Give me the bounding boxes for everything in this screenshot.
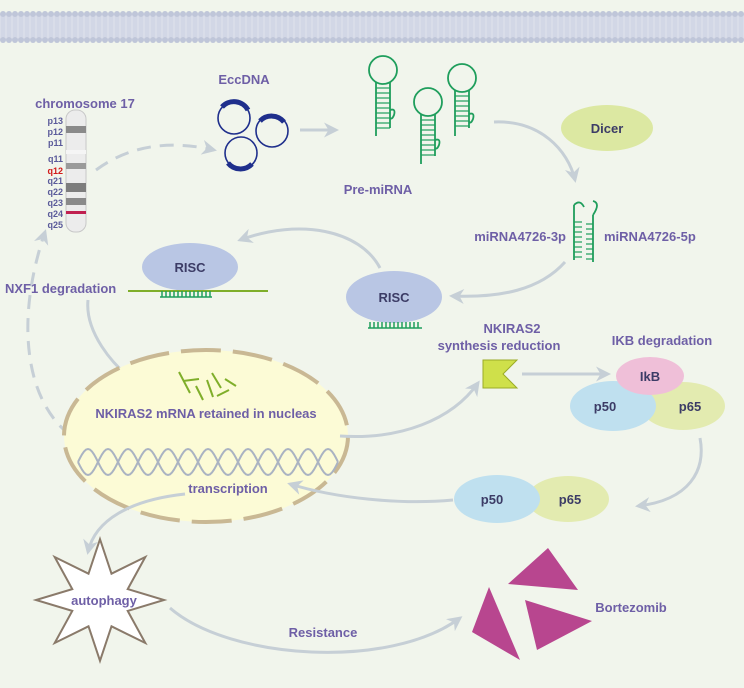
transcription-to-chromosome-arrow xyxy=(26,229,71,437)
band-q11: q11 xyxy=(48,154,63,164)
mirna-5p-label: miRNA4726-5p xyxy=(604,229,696,244)
star-burst-icon xyxy=(32,536,168,664)
ikb-degradation-label: IKB degradation xyxy=(612,333,712,348)
band-p13: p13 xyxy=(47,116,63,126)
pre-mirna-hairpin-icon xyxy=(368,55,477,164)
p50-complex-oval xyxy=(570,381,656,431)
dimer-to-transcription-arrow xyxy=(287,480,454,504)
p50-free-oval xyxy=(454,475,540,523)
risc-complex-bottom xyxy=(346,271,442,323)
premirna-to-mirna-arrow xyxy=(493,120,580,183)
p50-complex-label: p50 xyxy=(594,399,616,414)
truncated-protein-icon xyxy=(482,359,519,389)
pre-mirna-label: Pre-miRNA xyxy=(344,182,413,197)
band-q25: q25 xyxy=(47,220,63,230)
risc-to-risc-arrow xyxy=(237,227,382,269)
band-q21: q21 xyxy=(47,176,63,186)
p65-complex-oval xyxy=(641,382,725,430)
ikb-oval xyxy=(616,357,684,395)
resistance-arrow xyxy=(169,606,463,654)
dna-helix-icon xyxy=(77,447,339,477)
chromosome-to-eccdna-arrow xyxy=(95,140,217,172)
chromosome-17-icon: chromosome 17 p13 p12 p11 q11 q12 q21 q2… xyxy=(35,96,135,233)
band-p12: p12 xyxy=(47,127,63,137)
dicer-oval xyxy=(561,105,653,151)
resistance-label: Resistance xyxy=(289,625,358,640)
eccdna-circle-icon: EccDNA xyxy=(217,72,289,172)
risc-bottom-mirna-icon xyxy=(368,322,422,329)
risc-top-label: RISC xyxy=(174,260,206,275)
transcription-to-autophagy-arrow xyxy=(83,492,186,555)
nkiras2-label-line1: NKIRAS2 xyxy=(483,321,540,336)
eccdna-label: EccDNA xyxy=(218,72,270,87)
mirna-3p-label: miRNA4726-3p xyxy=(474,229,566,244)
nucleus xyxy=(64,350,348,522)
bortezomib-label: Bortezomib xyxy=(595,600,667,615)
nxf1-degradation-label: NXF1 degradation xyxy=(5,281,116,296)
cell-membrane xyxy=(0,0,744,50)
risc-complex-top xyxy=(142,243,238,291)
triangle-drug-icon xyxy=(472,548,592,660)
p50-free-label: p50 xyxy=(481,492,503,507)
band-q24: q24 xyxy=(47,209,63,219)
mirna-to-risc-arrow xyxy=(449,261,567,304)
band-q12: q12 xyxy=(47,166,63,176)
band-q23: q23 xyxy=(47,198,63,208)
mrna-retained-label: NKIRAS2 mRNA retained in nucleas xyxy=(95,406,316,421)
p65-free-oval xyxy=(527,476,609,522)
risc-bottom-label: RISC xyxy=(378,290,410,305)
nkiras2-label-line2: synthesis reduction xyxy=(438,338,561,353)
p65-complex-label: p65 xyxy=(679,399,701,414)
ikb-label: IkB xyxy=(640,369,660,384)
mrna-fragments-icon xyxy=(178,371,237,401)
mature-mirna-duplex-icon xyxy=(573,200,598,262)
band-p11: p11 xyxy=(48,138,63,148)
p65-free-label: p65 xyxy=(559,492,581,507)
autophagy-label: autophagy xyxy=(71,593,137,608)
transcription-label: transcription xyxy=(188,481,268,496)
ikb-to-dimer-arrow xyxy=(635,437,703,513)
risc-top-mirna-icon xyxy=(160,291,212,298)
band-q22: q22 xyxy=(47,187,63,197)
chromosome-label: chromosome 17 xyxy=(35,96,135,111)
dicer-label: Dicer xyxy=(591,121,624,136)
nucleus-to-nkiras2-arrow xyxy=(339,380,480,438)
